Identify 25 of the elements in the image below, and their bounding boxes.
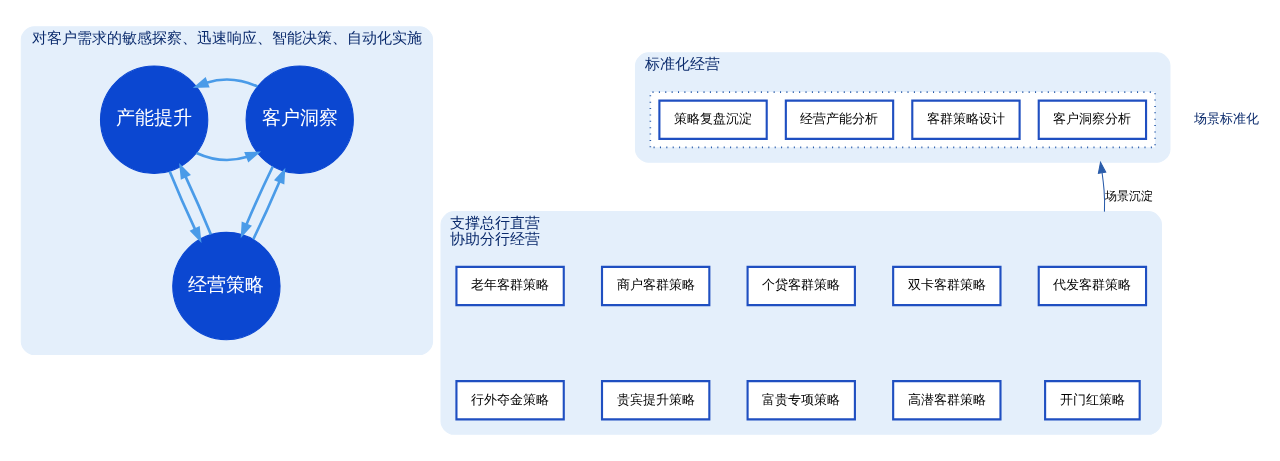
arrow [240,165,274,239]
node-box: 客户洞察分析 [1037,99,1148,140]
arrow [192,77,258,88]
node-circle: 经营策略 [172,231,281,341]
arrow [1097,160,1107,213]
node-box: 富贵专项策略 [746,380,856,421]
label: 场景标准化 [1193,111,1259,127]
node-box: 个贷客群策略 [746,265,856,307]
node-box: 开门红策略 [1044,380,1141,421]
node-box: 贵宾提升策略 [600,380,711,421]
node-box: 经营产能分析 [784,99,895,140]
edge-label: 场景沉淀 [1104,188,1153,203]
node-box: 行外夺金策略 [455,380,565,421]
node-box: 老年客群策略 [455,265,565,307]
cluster [649,91,1156,149]
arrow [252,167,286,240]
node-box: 双卡客群策略 [892,265,1002,307]
arrow [195,151,262,163]
arrow [168,170,202,243]
node-box: 高潜客群策略 [892,380,1002,421]
node-box: 代发客群策略 [1037,265,1148,307]
node-box: 策略复盘沉淀 [658,99,768,140]
node-box: 商户客群策略 [600,265,711,307]
node-box: 客群策略设计 [911,99,1021,140]
arrow [179,162,213,236]
